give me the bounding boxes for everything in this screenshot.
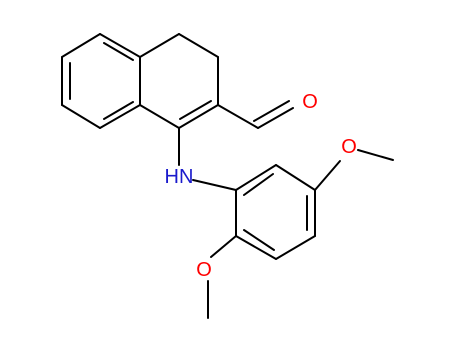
bond-n-aryl (192, 179, 237, 191)
methoxy-oxygen-5-label: O (341, 136, 357, 158)
double-bond-inner (243, 229, 275, 251)
double-bond-inner (243, 173, 274, 196)
bond (99, 33, 141, 58)
double-bond-inner (179, 100, 212, 120)
bond (139, 33, 180, 58)
bond (217, 104, 259, 129)
bond (61, 33, 101, 58)
bond (257, 107, 294, 129)
bond (275, 164, 316, 191)
bond (139, 104, 180, 129)
bond (235, 235, 277, 260)
bond (178, 104, 219, 129)
methoxy-oxygen-2-label: O (196, 259, 212, 281)
aldehyde-group (217, 100, 294, 129)
double-bond (253, 100, 290, 122)
bond (99, 104, 141, 129)
bond (178, 33, 219, 58)
aldehyde-oxygen-label: O (302, 91, 318, 113)
bond-o-ch3 (357, 149, 394, 161)
dimethoxyphenyl-ring (235, 164, 316, 260)
bond (61, 104, 101, 129)
double-bond-inner (103, 101, 134, 120)
dihydro-ring (139, 33, 219, 129)
double-bond-inner (103, 42, 134, 61)
bond-c-o (314, 160, 341, 191)
bond (275, 235, 316, 260)
benzo-ring (61, 33, 141, 129)
bond (235, 164, 277, 191)
bond-c-o (210, 235, 237, 258)
amine-label: HN (165, 166, 194, 188)
